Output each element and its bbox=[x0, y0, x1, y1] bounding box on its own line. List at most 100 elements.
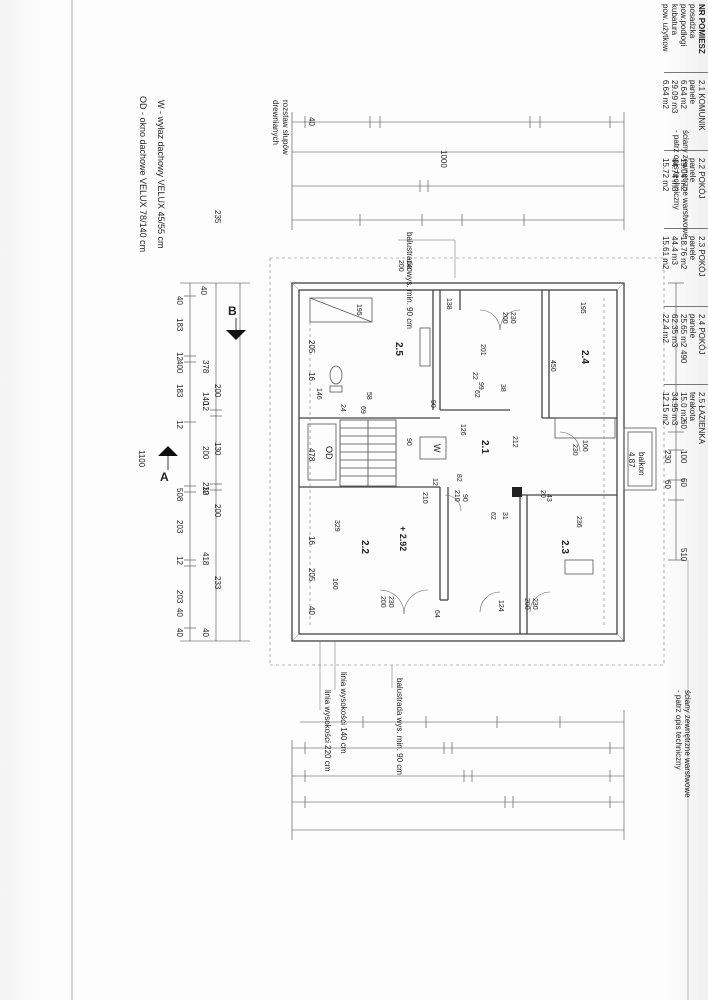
dim-label: 183 bbox=[175, 318, 184, 332]
dim-label: 126 bbox=[459, 424, 466, 436]
dim-label: 100 bbox=[679, 450, 688, 464]
dim-label: 200 bbox=[379, 596, 386, 608]
legend-room-title: 2.2 POKÓJ bbox=[697, 158, 706, 199]
roof-windows bbox=[307, 417, 616, 575]
outer-walls bbox=[291, 282, 625, 642]
note-rozstaw: rozstaw słupów bbox=[281, 100, 290, 155]
legend-room-line: 29.09 m3 bbox=[670, 80, 679, 114]
note-balustrade-bottom: balustrada wys. min. 90 cm bbox=[395, 678, 404, 775]
dim-label: 12 bbox=[175, 352, 184, 361]
dim-label: 40 bbox=[307, 117, 316, 126]
dim-label: 233 bbox=[213, 576, 222, 590]
leader-lines bbox=[319, 239, 456, 710]
balcony bbox=[623, 427, 657, 491]
dim-label: 138 bbox=[445, 298, 452, 310]
walls-note: ściany zewnętrzne warstwowe - patrz opis… bbox=[672, 130, 690, 238]
legend-room-line: 44.4 m3 bbox=[670, 236, 679, 265]
legend-divider bbox=[664, 150, 708, 151]
dim-label: 100 bbox=[581, 440, 588, 452]
dim-label: 200 bbox=[213, 384, 222, 398]
staircase bbox=[339, 419, 397, 487]
dimension-lines-right bbox=[668, 282, 684, 561]
dim-label: 40 bbox=[307, 606, 316, 615]
legend-header-line: pow.podłogi bbox=[679, 4, 688, 47]
level-mark: + 2.92 bbox=[398, 526, 408, 552]
dim-label: 69 bbox=[359, 406, 366, 414]
dim-label: 22 bbox=[471, 372, 478, 380]
dim-label: 478 bbox=[307, 448, 316, 462]
section-label-a: A bbox=[160, 470, 169, 484]
dim-label: 200 bbox=[523, 598, 530, 610]
section-marker-a bbox=[158, 446, 178, 456]
room-label-21: 2.1 bbox=[479, 440, 490, 454]
legend-room-line: 15.72 m2 bbox=[661, 158, 670, 192]
dim-label: 12 bbox=[201, 486, 210, 495]
dim-label: 60 bbox=[679, 478, 688, 487]
dim-label: 203 bbox=[175, 590, 184, 604]
dim-label: 510 bbox=[679, 548, 688, 562]
legend-divider bbox=[664, 72, 708, 73]
bathroom-fixtures bbox=[309, 297, 431, 393]
dim-label: 378 bbox=[201, 360, 210, 374]
dim-label: 230 bbox=[509, 312, 516, 324]
section-marker-b bbox=[226, 330, 246, 340]
dim-label: 212 bbox=[511, 436, 518, 448]
dim-label: 203 bbox=[175, 520, 184, 534]
legend-room-title: 2.1 KOMUNIK bbox=[697, 80, 706, 131]
dim-label: 1100 bbox=[137, 450, 146, 468]
dim-label: 64 bbox=[433, 610, 440, 618]
dim-label: 200 bbox=[397, 260, 404, 272]
dim-label: 1000 bbox=[439, 150, 448, 168]
section-label-b: B bbox=[228, 304, 237, 318]
legend-room-line: terakota bbox=[688, 392, 697, 421]
dim-label: 40 bbox=[199, 286, 208, 295]
note-height-140: linia wysokości 140 cm bbox=[339, 672, 348, 754]
legend-header-line: kubatura bbox=[670, 4, 679, 36]
dim-label: 490 bbox=[679, 350, 688, 364]
legend-header-line: posadzka bbox=[688, 4, 697, 39]
dim-label: 329 bbox=[333, 520, 340, 532]
balcony-label: balkon bbox=[637, 452, 646, 476]
legend-header: NR POMIESZ posadzka pow.podłogi kubatura… bbox=[661, 4, 706, 54]
legend-room-line: 34.95 m3 bbox=[670, 392, 679, 426]
dim-label: 12 bbox=[175, 420, 184, 429]
legend-room-line: 6.64 m2 bbox=[679, 80, 688, 109]
balcony-area: 4.87 bbox=[627, 452, 636, 468]
wall-hatch bbox=[291, 282, 625, 642]
dim-label: 60 bbox=[679, 420, 688, 429]
walls-note-line: ściany zewnętrzne warstwowe bbox=[681, 130, 690, 238]
dim-label: 205 bbox=[307, 340, 316, 354]
legend-room-23: 2.3 POKÓJ panele 18.76 m2 44.4 m3 15.61 … bbox=[661, 236, 706, 276]
dim-label: 235 bbox=[213, 210, 222, 224]
dim-label: 38 bbox=[499, 384, 506, 392]
legend-room-25: 2.5 ŁAZIENKA terakota 15.0 m2 34.95 m3 1… bbox=[661, 392, 706, 444]
dim-label: 31 bbox=[501, 512, 508, 520]
dim-label: 12 bbox=[175, 556, 184, 565]
legend-room-line: panele bbox=[688, 236, 697, 261]
dim-label: 210 bbox=[421, 492, 428, 504]
dim-label: 210 bbox=[453, 490, 460, 502]
legend-divider bbox=[664, 384, 708, 385]
legend-room-title: 2.5 ŁAZIENKA bbox=[697, 392, 706, 445]
legend-room-line: 6.64 m2 bbox=[661, 80, 670, 109]
dim-label: 90 bbox=[461, 494, 468, 502]
note-height-220: linia wysokości 220 cm bbox=[323, 690, 332, 772]
legend-room-21: 2.1 KOMUNIK panele 6.64 m2 29.09 m3 6.64… bbox=[661, 80, 706, 131]
dim-label: 90 bbox=[405, 438, 412, 446]
room-label-22: 2.2 bbox=[359, 540, 370, 554]
dim-label: 62 bbox=[489, 512, 496, 520]
legend-room-line: panele bbox=[688, 314, 697, 339]
dim-label: 40 bbox=[175, 608, 184, 617]
legend-room-24: 2.4 POKÓJ panele 25.65 m2 62.35 m3 22.4 … bbox=[661, 314, 706, 354]
dim-label: 230 bbox=[387, 596, 394, 608]
legend-room-line: 25.65 m2 bbox=[679, 314, 688, 348]
dim-label: 24 bbox=[339, 404, 346, 412]
roof-window-label: OD bbox=[324, 446, 334, 460]
dim-label: 140 bbox=[405, 260, 412, 272]
note-balustrade-top: balustrada wys. min. 90 cm bbox=[405, 232, 414, 329]
legend-room-title: 2.4 POKÓJ bbox=[697, 314, 706, 355]
note-drewnianych: drewnianych bbox=[271, 100, 280, 145]
walls-note-line: ściany zewnętrzne warstwowe bbox=[683, 690, 692, 798]
dim-label: 124 bbox=[497, 600, 504, 612]
legend-room-line: 62.35 m3 bbox=[670, 314, 679, 348]
